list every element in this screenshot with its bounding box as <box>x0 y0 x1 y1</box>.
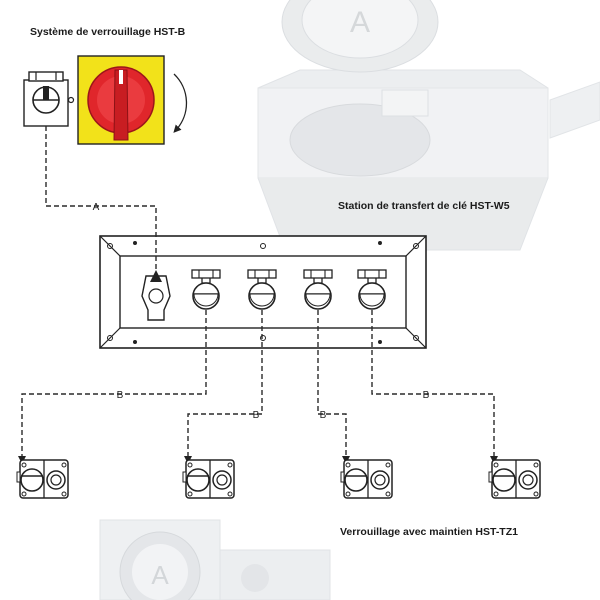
panel-slot-1 <box>191 269 221 310</box>
hold-lock-unit-3 <box>340 459 393 499</box>
switch-lock-unit <box>23 71 75 127</box>
panel-slot-2 <box>247 269 277 310</box>
svg-text:A: A <box>151 560 169 590</box>
connection-b-label-4: B <box>423 390 430 401</box>
connection-b-label-3: B <box>320 410 327 421</box>
hold-lock-label: Verrouillage avec maintien HST-TZ1 <box>340 526 518 538</box>
connection-b-label-2: B <box>253 410 260 421</box>
rotary-switch <box>77 55 188 145</box>
connection-b-lines <box>21 310 495 456</box>
hold-lock-unit-4 <box>488 459 541 499</box>
connection-b-label-1: B <box>117 390 124 401</box>
transfer-station-photo: A <box>257 0 600 251</box>
connection-a-label: A <box>93 202 100 213</box>
connection-a <box>45 126 157 270</box>
panel-slot-4 <box>357 269 387 310</box>
hold-lock-photo: A <box>99 519 331 600</box>
hold-lock-unit-1 <box>16 459 69 499</box>
hold-lock-unit-2 <box>182 459 235 499</box>
transfer-station-label: Station de transfert de clé HST-W5 <box>338 200 510 212</box>
svg-text:A: A <box>350 6 370 39</box>
switch-system-label: Système de verrouillage HST-B <box>30 26 186 38</box>
panel-slot-3 <box>303 269 333 310</box>
